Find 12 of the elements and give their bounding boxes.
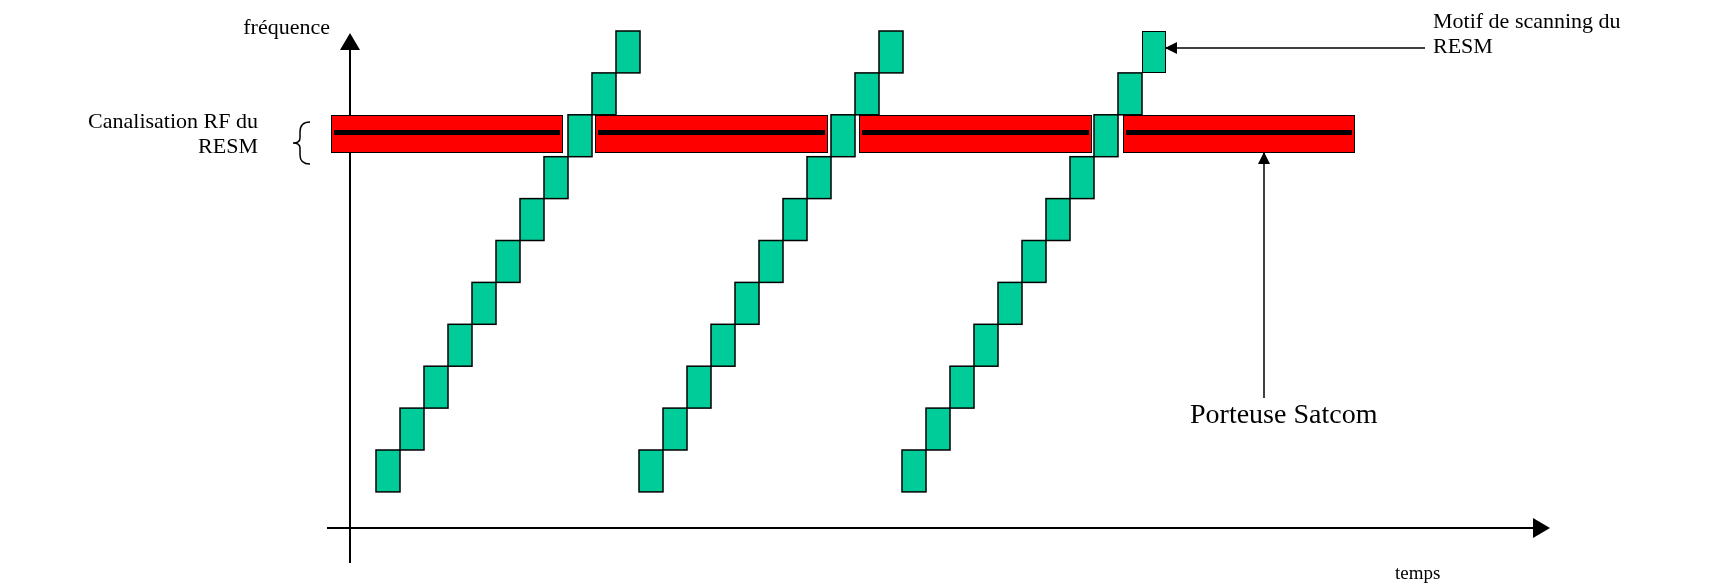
leader-arrow bbox=[1258, 152, 1270, 399]
frequency-channel-bar bbox=[1123, 115, 1355, 153]
scan-step-block bbox=[1142, 31, 1166, 73]
axis-label: fréquence bbox=[242, 14, 330, 40]
callout-text: Motif de scanning du RESM bbox=[1433, 8, 1683, 59]
frequency-channel-bar bbox=[859, 115, 1092, 153]
frequency-channel-bar bbox=[331, 115, 563, 153]
callout-text: Porteuse Satcom bbox=[1190, 398, 1460, 431]
channel-label: Canalisation RF du RESM bbox=[87, 108, 258, 159]
leader-arrow bbox=[1165, 42, 1426, 54]
frequency-channel-bar bbox=[595, 115, 828, 153]
axis-label: temps bbox=[1395, 562, 1442, 584]
